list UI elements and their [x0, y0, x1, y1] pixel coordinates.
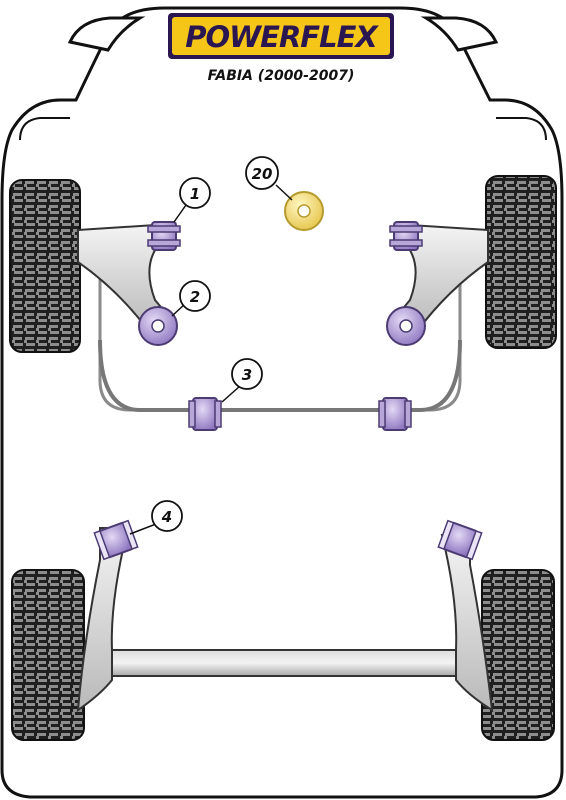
anti-roll-bar — [98, 339, 462, 412]
bush-2-right[interactable] — [386, 306, 426, 346]
brand-name: POWERFLEX — [185, 20, 379, 54]
callout-3-label: 3 — [242, 366, 252, 384]
callout-1-label: 1 — [190, 185, 200, 203]
callout-2-label: 2 — [190, 288, 200, 306]
rear-twist-beam — [91, 649, 473, 677]
front-left-tyre — [9, 179, 81, 353]
right-sill-line — [496, 117, 547, 141]
powerflex-logo: POWERFLEX — [168, 13, 394, 59]
leader-line-1 — [173, 204, 187, 223]
bush-3-right[interactable] — [378, 397, 412, 431]
rear-left-trailing-arm — [76, 527, 130, 713]
bush-1-right[interactable] — [389, 221, 423, 251]
callout-20[interactable]: 20 — [245, 156, 279, 190]
right-wing-detail — [420, 16, 499, 52]
leader-line-3 — [221, 385, 241, 403]
rear-left-tyre — [11, 569, 85, 741]
leader-line-20 — [275, 184, 293, 201]
bush-4-left[interactable] — [93, 519, 139, 561]
callout-4-label: 4 — [161, 508, 172, 526]
bush-2-left[interactable] — [138, 306, 178, 346]
leader-line-4 — [129, 523, 157, 535]
bush-3-left[interactable] — [188, 397, 222, 431]
callout-4[interactable]: 4 — [151, 500, 183, 532]
callout-20-label: 20 — [252, 165, 273, 183]
rear-right-trailing-arm — [440, 534, 494, 712]
model-title: FABIA (2000-2007) — [208, 68, 355, 84]
callout-2[interactable]: 2 — [179, 280, 211, 312]
front-right-tyre — [485, 175, 557, 349]
bush-4-right[interactable] — [437, 519, 483, 561]
left-wing-detail — [67, 16, 146, 52]
bush-20[interactable] — [284, 191, 324, 231]
callout-1[interactable]: 1 — [179, 177, 211, 209]
car-body-outline — [0, 6, 564, 799]
rear-right-tyre — [481, 569, 555, 741]
left-sill-line — [19, 117, 70, 141]
bush-1-left[interactable] — [147, 221, 181, 251]
callout-3[interactable]: 3 — [231, 358, 263, 390]
